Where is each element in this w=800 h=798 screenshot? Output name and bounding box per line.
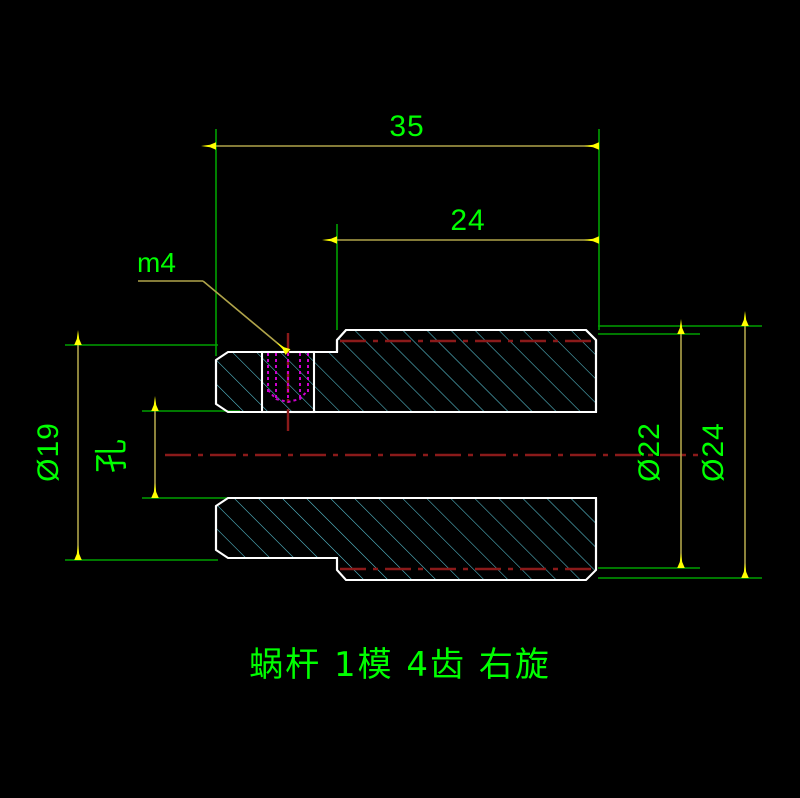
dimension-diameter-19: Ø19: [32, 330, 82, 560]
dim-label-bore: 孔: [92, 437, 132, 473]
dim-label-d19: Ø19: [32, 422, 65, 482]
thread-drill-point: [267, 389, 309, 404]
dim-label-24: 24: [450, 204, 485, 237]
dim-label-d22: Ø22: [633, 422, 666, 482]
tapped-hole-thread: [267, 353, 309, 404]
leader-m4: m4: [137, 247, 291, 355]
section-upper: [216, 330, 596, 412]
dim-label-35: 35: [389, 110, 424, 143]
dimension-diameter-24: Ø24: [697, 311, 749, 578]
title-note: 蜗杆 1模 4齿 右旋: [249, 645, 551, 685]
leader-label-m4: m4: [137, 247, 176, 278]
leader-line-m4: [202, 280, 291, 355]
upper-hatch-fill: [216, 330, 596, 412]
section-lower: [216, 498, 596, 580]
lower-hatch-fill: [216, 498, 596, 580]
dimension-diameter-22: Ø22: [633, 319, 685, 568]
dim-label-d24: Ø24: [697, 422, 730, 482]
dimension-bore: 孔: [92, 396, 159, 498]
dimension-length-24: 24: [322, 204, 599, 244]
dimension-length-35: 35: [201, 110, 599, 150]
